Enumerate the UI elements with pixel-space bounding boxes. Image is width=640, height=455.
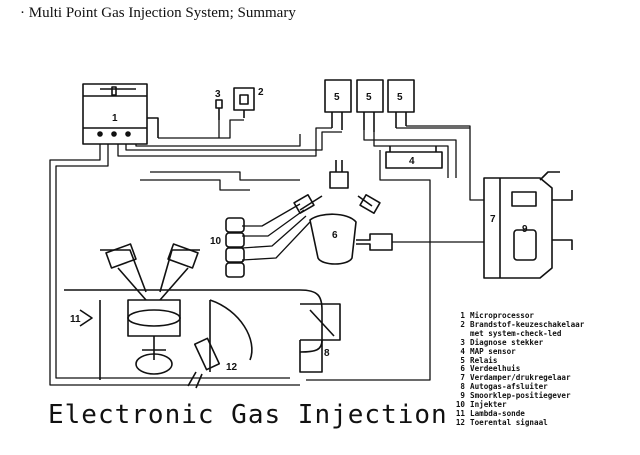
legend-item: 2 Brandstof-keuzeschakelaar [452,319,585,330]
injector-rail [225,217,245,278]
legend-number: 1 [460,311,465,320]
legend-text: Autogas-afsluiter [470,382,548,392]
callout-10: 10 [210,236,222,247]
callout-2: 2 [258,87,264,98]
legend-text: Brandstof-keuzeschakelaar [470,319,585,329]
legend-number: 3 [460,337,465,347]
legend-number: 7 [460,373,465,383]
legend-text: Injekter [470,400,507,410]
legend-item: 7 Verdamper/drukregelaar [452,373,584,383]
legend-item: met system-check-led [452,328,584,339]
legend-item: 8 Autogas-afsluiter [452,382,584,392]
page-title: · Multi Point Gas Injection System; Summ… [20,5,296,21]
callout-8: 8 [324,348,330,359]
gas-shutoff-valve [299,303,341,373]
legend-item: 6 Verdeelhuis [452,365,584,374]
callout-11: 11 [70,314,81,325]
diagnostic-plug [215,99,223,120]
wiring-harness [49,119,484,386]
legend-number: 12 [455,417,465,427]
legend-item: 10 Injekter [452,400,584,410]
legend-number: 11 [455,408,465,418]
legend-number: 2 [460,319,465,329]
evaporator-regulator [483,171,573,279]
callout-5a: 5 [334,92,340,103]
callout-5b: 5 [366,92,372,103]
callout-3: 3 [215,89,221,100]
fuel-selector-switch [233,87,255,118]
legend-item: 12 Toerental signaal [452,417,584,428]
legend-number: 9 [460,391,465,401]
map-sensor [385,146,443,169]
gas-lines [241,203,484,261]
callout-6: 6 [332,230,338,241]
legend-number: 10 [455,400,465,410]
legend-text: Diagnose stekker [470,337,544,347]
legend-item: 4 MAP sensor [452,346,584,357]
legend-text: met system-check-led [470,328,562,338]
callout-5c: 5 [397,92,403,103]
legend-item: 1 Microprocessor [452,311,584,321]
relay-boxes [324,79,415,132]
legend-text: Smoorklep-positiegever [470,391,571,401]
legend-item: 3 Diagnose stekker [452,337,584,348]
callout-4: 4 [409,156,415,167]
callout-12: 12 [226,362,238,373]
engine-block [64,243,323,380]
legend-text: Microprocessor [470,311,535,320]
legend-text: Lambda-sonde [470,408,525,418]
legend-item: 5 Relais [452,355,584,366]
rpm-signal-connector [187,337,221,389]
callout-1: 1 [112,113,118,124]
legend-number: 8 [460,382,465,392]
component-legend: 1 Microprocessor 2 Brandstof-keuzeschakelaa… [452,311,585,428]
legend-number: 5 [460,355,465,365]
legend-number: 4 [460,346,465,356]
legend-text: Verdamper/drukregelaar [470,373,571,383]
gas-distributor [293,160,393,265]
legend-item: 11 Lambda-sonde [452,408,584,419]
microprocessor-unit [82,83,159,145]
callout-7: 7 [490,214,496,225]
legend-item: 9 Smoorklep-positiegever [452,391,584,401]
legend-number: 6 [460,364,465,374]
legend-text: MAP sensor [470,346,516,356]
callout-9: 9 [522,224,528,235]
legend-text: Relais [470,355,498,365]
diagram-caption: Electronic Gas Injection [48,400,448,430]
legend-text: Verdeelhuis [470,364,521,374]
legend-text: Toerental signaal [470,417,548,427]
